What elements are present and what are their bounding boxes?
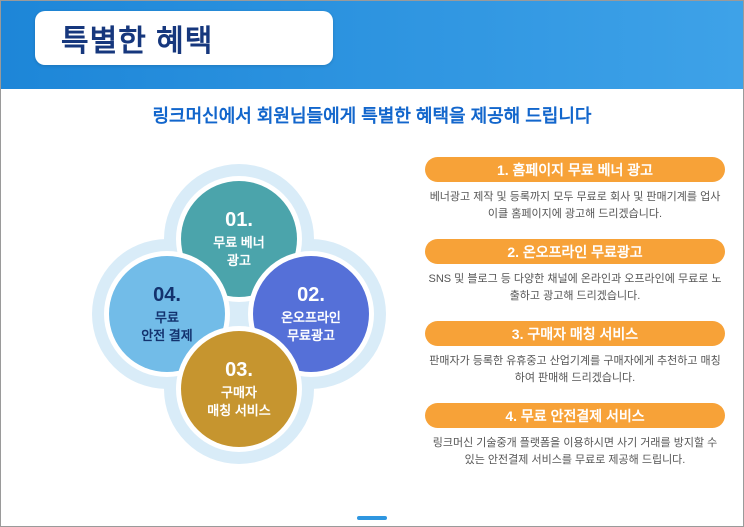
header-band: 특별한 혜택 <box>1 1 743 89</box>
benefits-diagram: 01. 무료 베너 광고 02. 온오프라인 무료광고 03. 구매자 매칭 서… <box>89 159 399 481</box>
benefit-title-pill: 1. 홈페이지 무료 베너 광고 <box>425 157 725 182</box>
benefit-item-4: 4. 무료 안전결제 서비스 링크머신 기술중개 플랫폼을 이용하시면 사기 거… <box>425 403 725 469</box>
circle-label-line: 광고 <box>227 252 251 268</box>
circle-03-buyer-matching: 03. 구매자 매칭 서비스 <box>181 331 297 447</box>
circle-label-line: 구매자 <box>221 384 257 400</box>
page-title: 특별한 혜택 <box>61 25 214 58</box>
benefit-description: 판매자가 등록한 유휴중고 산업기계를 구매자에게 추천하고 매칭하여 판매해 … <box>429 355 721 385</box>
circle-number: 02. <box>297 283 325 306</box>
benefit-item-3: 3. 구매자 매칭 서비스 판매자가 등록한 유휴중고 산업기계를 구매자에게 … <box>425 321 725 387</box>
circle-number: 04. <box>153 283 181 306</box>
footer-mark <box>357 516 387 520</box>
benefit-description: 링크머신 기술중개 플랫폼을 이용하시면 사기 거래를 방지할 수 있는 안전결… <box>432 437 718 467</box>
circle-label-line: 무료 베너 <box>213 234 265 250</box>
benefit-description: 베너광고 제작 및 등록까지 모두 무료로 회사 및 판매기계를 업사이클 홈페… <box>429 191 721 221</box>
subtitle: 링크머신에서 회원님들에게 특별한 혜택을 제공해 드립니다 <box>152 106 592 126</box>
circle-label-line: 안전 결제 <box>141 327 193 343</box>
benefit-title-pill: 4. 무료 안전결제 서비스 <box>425 403 725 429</box>
circle-label-line: 매칭 서비스 <box>207 402 271 418</box>
circle-number: 01. <box>225 208 253 231</box>
benefit-item-2: 2. 온오프라인 무료광고 SNS 및 블로그 등 다양한 채널에 온라인과 오… <box>425 239 725 305</box>
title-box: 특별한 혜택 <box>35 11 333 65</box>
benefit-title-pill: 2. 온오프라인 무료광고 <box>425 239 725 265</box>
benefit-item-1: 1. 홈페이지 무료 베너 광고 베너광고 제작 및 등록까지 모두 무료로 회… <box>425 157 725 223</box>
benefit-title-pill: 3. 구매자 매칭 서비스 <box>425 321 725 347</box>
circle-label-line: 무료 <box>155 309 179 325</box>
circle-number: 03. <box>225 358 253 381</box>
benefit-description: SNS 및 블로그 등 다양한 채널에 온라인과 오프라인에 무료로 노출하고 … <box>428 273 722 303</box>
circle-label-line: 무료광고 <box>287 327 335 343</box>
benefits-list: 1. 홈페이지 무료 베너 광고 베너광고 제작 및 등록까지 모두 무료로 회… <box>425 157 725 469</box>
circle-label-line: 온오프라인 <box>281 309 341 325</box>
